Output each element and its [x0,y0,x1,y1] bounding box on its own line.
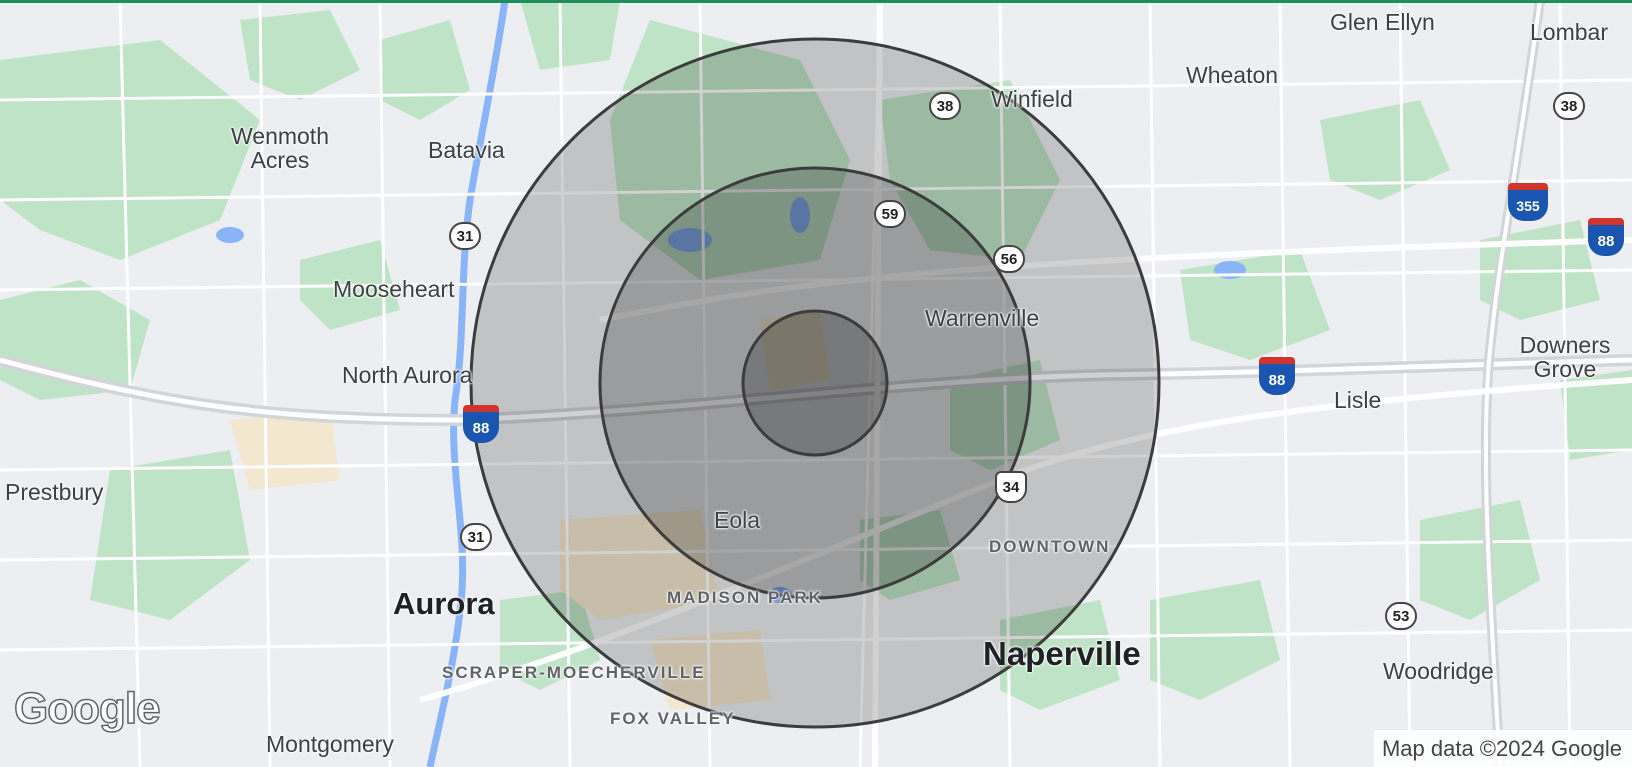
radius-ring-middle[interactable] [598,166,1032,600]
developed-areas [230,310,830,710]
radius-rings [469,37,1161,729]
interstate-88-shield-center: 88 [1259,357,1295,395]
interstate-355-core [1483,0,1542,767]
route-59 [872,0,883,767]
road [118,0,142,767]
road [1398,0,1412,767]
label-lisle: Lisle [1334,387,1382,413]
road [558,0,572,767]
interstate-88-core [0,357,1632,423]
label-downers-grove-line1: Downers [1519,332,1611,358]
developed-area [760,310,830,390]
label-naperville: Naperville [983,635,1141,672]
park-area [880,80,1060,260]
label-winfield: Winfield [991,86,1073,112]
road [698,0,712,767]
label-aurora: Aurora [393,586,495,621]
route-38-shield-right: 38 [1553,92,1585,120]
label-north-aurora: North Aurora [342,362,473,388]
road [0,178,1632,202]
label-warrenville: Warrenville [925,305,1040,331]
label-wenmoth-acres-line1: Wenmoth [230,123,329,149]
route-56 [599,237,1632,323]
pond [790,197,810,233]
label-madison-park: MADISON PARK [667,588,823,607]
park-area [90,450,250,620]
road [258,0,272,767]
label-downers-grove-line2: Grove [1533,356,1597,383]
park-area [0,40,260,260]
label-woodridge: Woodridge [1383,658,1494,684]
park-area [240,10,360,100]
label-batavia: Batavia [428,137,505,163]
park-area [1000,600,1120,710]
fox-river [426,0,509,767]
park-area [860,510,960,600]
label-scraper-moecherville: SCRAPER-MOECHERVILLE [442,663,706,682]
label-glen-ellyn: Glen Ellyn [1330,9,1435,35]
radius-ring-outer[interactable] [469,37,1161,729]
park-area [1420,500,1540,620]
interstate-88-shield-right: 88 [1588,218,1624,256]
road [0,538,1632,562]
developed-area [230,410,340,490]
park-area [1320,100,1450,200]
route-38-shield-left: 38 [929,92,961,120]
label-eola: Eola [714,507,761,533]
road [378,0,392,767]
label-fox-valley: FOX VALLEY [610,709,736,728]
route-59-shield: 59 [874,200,906,228]
map-attribution[interactable]: Map data ©2024 Google [1373,730,1632,767]
route-53-shield: 53 [1385,602,1417,630]
road [1148,0,1162,767]
road [0,78,1632,102]
label-prestbury: Prestbury [5,479,104,505]
us-34-shield: 34 [995,471,1027,503]
road [0,448,1632,472]
google-logo: Google [13,683,161,734]
park-area [1150,580,1280,700]
label-downtown: DOWNTOWN [989,537,1111,556]
label-lombard: Lombar [1530,19,1608,45]
park-area [520,0,620,70]
route-56-shield: 56 [993,245,1025,273]
interstate-355-shield: 355 [1508,183,1548,221]
top-accent-bar [0,0,1632,3]
road [0,628,1632,652]
label-downers-grove: Downers Grove [1505,333,1625,381]
label-wenmoth-acres-line2: Acres [250,147,310,174]
label-mooseheart: Mooseheart [333,276,455,302]
label-montgomery: Montgomery [266,731,394,757]
interstate-88-shield-left: 88 [463,405,499,443]
route-31-shield-top: 31 [449,222,481,250]
park-area [1180,250,1330,360]
road [0,268,1632,292]
route-31-shield-bottom: 31 [460,523,492,551]
label-wenmoth-acres: Wenmoth Acres [220,124,340,172]
developed-area [560,510,720,620]
park-area [1560,370,1632,460]
radius-ring-inner[interactable] [741,309,889,457]
pond [668,228,712,252]
pond [216,227,244,243]
label-wheaton: Wheaton [1186,62,1279,88]
